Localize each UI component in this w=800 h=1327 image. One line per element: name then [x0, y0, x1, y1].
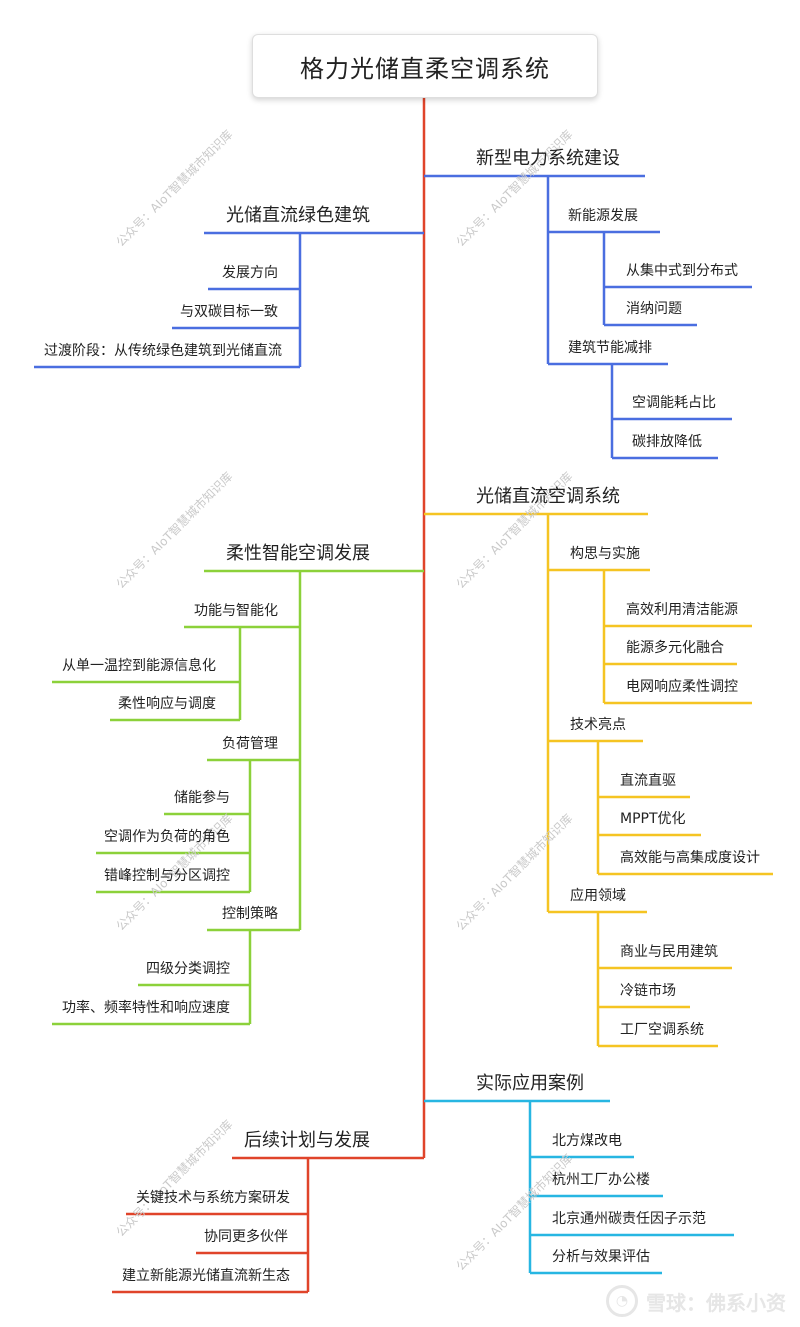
- topic-new-power[interactable]: 新型电力系统建设: [476, 148, 620, 169]
- node-transition-stage[interactable]: 过渡阶段：从传统绿色建筑到光储直流: [44, 343, 282, 359]
- subtopic-control[interactable]: 控制策略: [222, 906, 278, 922]
- topic-pv-ac[interactable]: 光储直流空调系统: [476, 486, 620, 507]
- node-partners[interactable]: 协同更多伙伴: [204, 1229, 288, 1245]
- node-cold-chain[interactable]: 冷链市场: [620, 983, 676, 999]
- node-dual-carbon[interactable]: 与双碳目标一致: [180, 304, 278, 320]
- subtopic-function[interactable]: 功能与智能化: [194, 603, 278, 619]
- node-temp-to-info[interactable]: 从单一温控到能源信息化: [62, 658, 216, 674]
- node-hangzhou[interactable]: 杭州工厂办公楼: [552, 1172, 650, 1188]
- node-development-direction[interactable]: 发展方向: [222, 265, 278, 281]
- node-tongzhou[interactable]: 北京通州碳责任因子示范: [552, 1211, 706, 1227]
- node-energy-fusion[interactable]: 能源多元化融合: [626, 640, 724, 656]
- branch-future-lines: [112, 1156, 424, 1294]
- subtopic-concept[interactable]: 构思与实施: [570, 546, 640, 562]
- node-carbon-reduction[interactable]: 碳排放降低: [632, 434, 702, 450]
- topic-future[interactable]: 后续计划与发展: [244, 1130, 370, 1151]
- node-factory-ac[interactable]: 工厂空调系统: [620, 1022, 704, 1038]
- node-evaluation[interactable]: 分析与效果评估: [552, 1249, 650, 1265]
- node-consumption-issue[interactable]: 消纳问题: [626, 301, 682, 317]
- node-grid-response[interactable]: 电网响应柔性调控: [626, 679, 738, 695]
- node-storage[interactable]: 储能参与: [174, 790, 230, 806]
- node-four-level[interactable]: 四级分类调控: [146, 961, 230, 977]
- node-commercial-residential[interactable]: 商业与民用建筑: [620, 944, 718, 960]
- root-node[interactable]: 格力光储直柔空调系统: [252, 34, 598, 98]
- topic-green-building[interactable]: 光储直流绿色建筑: [226, 205, 370, 226]
- branch-cases-lines: [424, 1099, 734, 1275]
- node-key-tech[interactable]: 关键技术与系统方案研发: [136, 1190, 290, 1206]
- subtopic-new-energy[interactable]: 新能源发展: [568, 208, 638, 224]
- branch-new-power-lines: [424, 174, 752, 460]
- node-ac-as-load[interactable]: 空调作为负荷的角色: [104, 829, 230, 845]
- node-dc-drive[interactable]: 直流直驱: [620, 773, 676, 789]
- node-power-frequency[interactable]: 功率、频率特性和响应速度: [62, 1000, 230, 1016]
- subtopic-building-energy[interactable]: 建筑节能减排: [568, 340, 652, 356]
- branch-flexible-lines: [52, 569, 424, 1026]
- subtopic-load-mgmt[interactable]: 负荷管理: [222, 736, 278, 752]
- footer-watermark: ◔ 雪球：佛系小资: [606, 1285, 786, 1317]
- node-ecosystem[interactable]: 建立新能源光储直流新生态: [122, 1268, 290, 1284]
- subtopic-applications[interactable]: 应用领域: [570, 888, 626, 904]
- topic-flexible[interactable]: 柔性智能空调发展: [226, 543, 370, 564]
- node-mppt[interactable]: MPPT优化: [620, 811, 686, 827]
- topic-cases[interactable]: 实际应用案例: [476, 1073, 584, 1094]
- node-centralized-to-distributed[interactable]: 从集中式到分布式: [626, 263, 738, 279]
- footer-brand: 雪球：佛系小资: [646, 1290, 786, 1315]
- node-high-integration[interactable]: 高效能与高集成度设计: [620, 850, 760, 866]
- branch-pv-ac-lines: [424, 512, 773, 1048]
- snowball-logo-icon: ◔: [606, 1285, 638, 1317]
- node-coal-to-electric[interactable]: 北方煤改电: [552, 1133, 622, 1149]
- node-ac-energy-share[interactable]: 空调能耗占比: [632, 395, 716, 411]
- node-flexible-dispatch[interactable]: 柔性响应与调度: [118, 696, 216, 712]
- node-clean-energy[interactable]: 高效利用清洁能源: [626, 602, 738, 618]
- branch-green-building-lines: [34, 231, 424, 369]
- subtopic-highlights[interactable]: 技术亮点: [570, 717, 626, 733]
- node-peak-zone[interactable]: 错峰控制与分区调控: [104, 868, 230, 884]
